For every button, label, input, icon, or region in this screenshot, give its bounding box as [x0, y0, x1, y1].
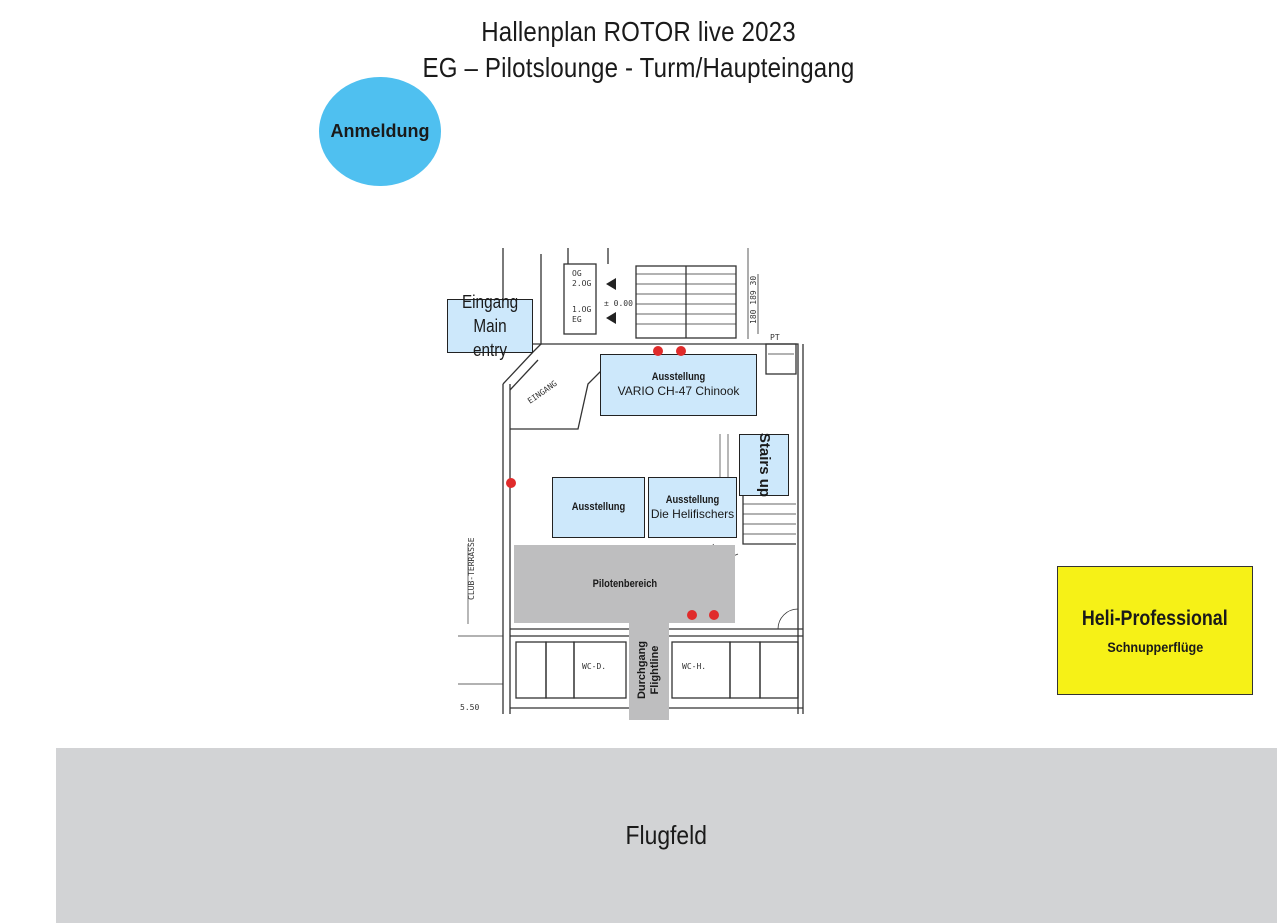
airfield-label: Flugfeld	[625, 820, 708, 850]
floor-plan: OG 2.OG 1.OG EG ± 0.00 PT 180 189 30 EIN…	[458, 248, 804, 714]
map-title: Hallenplan ROTOR live 2023 EG – Pilotslo…	[89, 14, 1187, 86]
plan-label-eg: EG	[572, 315, 582, 324]
exhibit-helifischers[interactable]: Ausstellung Die Helifischers	[648, 477, 737, 538]
plan-label-scale: 5.50	[460, 703, 479, 712]
exhibit-helifischers-title: Ausstellung	[665, 493, 720, 506]
marker-dot	[653, 346, 663, 356]
plan-label-level: ± 0.00	[604, 299, 633, 308]
title-line-2: EG – Pilotslounge - Turm/Haupteingang	[422, 52, 855, 83]
exhibit-helifischers-subtitle: Die Helifischers	[650, 506, 735, 521]
stairs-up[interactable]: Stairs up	[739, 432, 789, 498]
flightline-passage[interactable]: Durchgang Flightline	[629, 620, 669, 720]
registration-area[interactable]: Anmeldung	[319, 77, 441, 186]
entry-line-1: Eingang	[461, 292, 519, 312]
heli-professional-name: Heli-Professional	[1082, 606, 1228, 630]
passage-line-1: Durchgang	[636, 640, 648, 700]
registration-label: Anmeldung	[330, 121, 430, 141]
plan-label-2og: 2.OG	[572, 279, 591, 288]
heli-professional-booth[interactable]: Heli-Professional Schnupperflüge	[1057, 566, 1253, 695]
plan-label-eingang: EINGANG	[526, 379, 559, 406]
marker-dot	[709, 610, 719, 620]
passage-label: Durchgang Flightline	[636, 620, 662, 720]
exhibit-plain[interactable]: Ausstellung	[552, 477, 645, 538]
stairs-label: Stairs up	[756, 432, 773, 498]
exhibit-vario-title: Ausstellung	[651, 371, 706, 384]
exhibit-vario-subtitle: VARIO CH-47 Chinook	[617, 384, 740, 399]
plan-label-dims: 180 189 30	[749, 276, 758, 324]
main-entry-label[interactable]: Eingang Main entry	[447, 292, 533, 360]
airfield-area[interactable]: Flugfeld	[56, 748, 1277, 923]
plan-label-wc-h: WC-H.	[682, 662, 706, 671]
title-line-1: Hallenplan ROTOR live 2023	[481, 16, 796, 47]
exhibit-plain-title: Ausstellung	[571, 500, 626, 513]
passage-line-2: Flightline	[649, 645, 661, 695]
exhibit-vario[interactable]: Ausstellung VARIO CH-47 Chinook	[600, 354, 757, 416]
plan-label-og: OG	[572, 269, 582, 278]
pilot-area[interactable]: Pilotenbereich	[514, 545, 735, 623]
entry-line-2: Main entry	[472, 316, 508, 360]
pilot-area-label: Pilotenbereich	[592, 578, 657, 590]
plan-label-terrasse: CLUB-TERRASSE	[467, 537, 476, 600]
plan-label-wc-d: WC-D.	[582, 662, 606, 671]
marker-dot	[676, 346, 686, 356]
plan-label-pt: PT	[770, 333, 780, 342]
heli-professional-subtitle: Schnupperflüge	[1107, 638, 1203, 655]
marker-dot	[687, 610, 697, 620]
marker-dot	[506, 478, 516, 488]
plan-label-1og: 1.OG	[572, 305, 591, 314]
